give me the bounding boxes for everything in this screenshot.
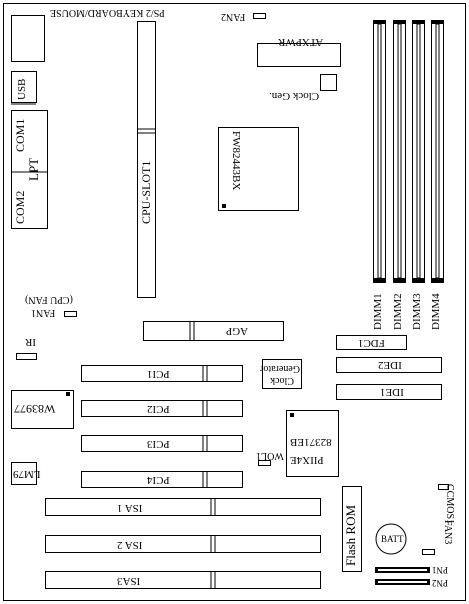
dimm-slots: [373, 20, 444, 283]
dimm2-label: DIMM2: [392, 293, 404, 330]
ir-header: [16, 353, 37, 360]
isa3-label: ISA3: [117, 575, 141, 587]
pn2-label: PN2: [432, 578, 449, 588]
io-ports-block: [11, 110, 48, 229]
fan3-label: FAN3: [442, 520, 453, 545]
agp-label: AGP: [226, 325, 249, 337]
isa-slots: [45, 498, 321, 589]
ide1-label: IDE1: [380, 386, 404, 398]
cpu-slot-label: CPU-SLOT1: [139, 160, 153, 224]
lpt-label: LPT: [26, 157, 41, 181]
isa1-label: ISA 1: [117, 502, 143, 514]
pn1-label: PN1: [432, 565, 449, 575]
isa2-label: ISA 2: [117, 539, 143, 551]
lm79-label: LM79: [13, 468, 41, 480]
clock-gen-label: Clock Gen.: [269, 90, 320, 102]
clock-generator-chip: [262, 359, 302, 389]
cpu-fan-label: (CPU FAN): [25, 294, 73, 305]
ps2-connector: [11, 15, 45, 62]
fan2-header: [253, 13, 266, 19]
ps2-label: PS/2 KEYBOARD/MOUSE: [50, 7, 165, 18]
pci2-label: PCI2: [147, 403, 170, 415]
batt-label: BATT: [381, 534, 404, 544]
lm79-chip: [11, 462, 37, 485]
usb-label: USB: [16, 78, 28, 100]
southbridge-label-2: 82371EB: [290, 436, 332, 448]
com2-label: COM2: [13, 190, 27, 224]
ccmos1-label: CCMOS1: [444, 484, 455, 525]
wol1-label: WOL1: [256, 450, 284, 461]
super-io-chip: [11, 390, 74, 429]
atx-power-connector: [257, 43, 341, 67]
pci1-label: PCI1: [147, 368, 170, 380]
wol1-header: [258, 460, 271, 466]
fan2-label: FAN2: [221, 11, 246, 22]
southbridge-chip: [286, 410, 339, 477]
ide2-connector: [336, 357, 442, 373]
board-outline: [3, 3, 466, 601]
clock-gen-chip: [320, 74, 337, 91]
super-io-label: W83977: [14, 402, 56, 416]
pci-slots: [81, 365, 243, 488]
ide1-connector: [336, 384, 442, 400]
battery-cell: [375, 523, 407, 555]
dimm4-label: DIMM4: [430, 293, 442, 330]
pci4-label: PCI4: [147, 474, 170, 486]
agp-slot: [143, 321, 284, 341]
ccmos1-jumper: [438, 484, 449, 490]
ide2-label: IDE2: [378, 359, 402, 371]
com1-label: COM1: [13, 118, 27, 152]
fan1-header: [64, 311, 77, 317]
pci3-label: PCI3: [147, 438, 170, 450]
fan3-header: [422, 549, 435, 555]
fdc1-label: FDC1: [358, 337, 385, 349]
fdc1-connector: [336, 335, 407, 350]
flash-rom-chip: [342, 486, 362, 572]
usb-connector: [11, 71, 37, 103]
clock-generator-label: Clock Generator: [260, 363, 300, 386]
fan1-label: FAN1: [31, 307, 56, 318]
northbridge-chip: [218, 127, 299, 211]
dimm1-label: DIMM1: [372, 293, 384, 330]
flash-rom-label: Flash ROM: [343, 504, 358, 566]
northbridge-label: FW82443BX: [230, 131, 242, 191]
cpu-slot1: [137, 21, 156, 298]
dimm3-label: DIMM3: [411, 293, 423, 330]
southbridge-label-1: PIIX4E: [290, 454, 324, 466]
atxpwr-label: ATXPWR: [278, 36, 324, 48]
ir-label: IR: [25, 336, 36, 348]
